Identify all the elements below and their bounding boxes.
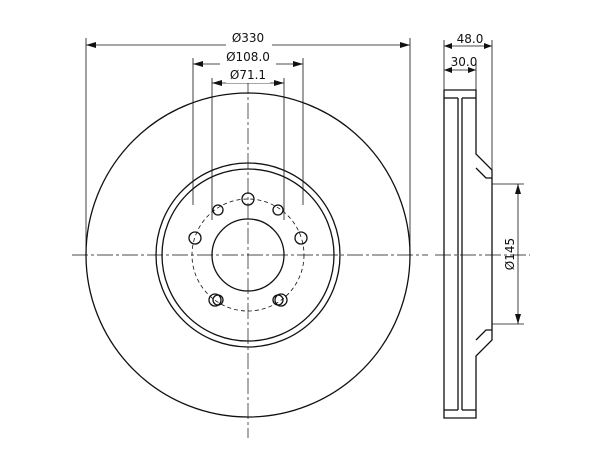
bolt-hole (188, 231, 202, 245)
outer-disc-edge (85, 92, 411, 418)
screw-hole (212, 294, 224, 306)
front-view (72, 78, 428, 438)
screw-hole (272, 294, 284, 306)
bolt-hole (274, 293, 288, 307)
hat-flange (475, 167, 492, 179)
bolt-circle (191, 198, 305, 312)
outer-diameter-dimension: Ø330 (85, 31, 411, 250)
hub-bore-diameter-label: Ø108.0 (226, 50, 270, 64)
hat-diameter-dimension: Ø145 (492, 183, 524, 325)
hub-bore-diameter-dimension: Ø108.0 (192, 50, 304, 205)
bolt-hole (294, 231, 308, 245)
bolt-hole (241, 192, 255, 206)
disc-thickness-dimension: 30.0 (444, 55, 477, 90)
disc-thickness-label: 30.0 (451, 55, 478, 69)
screw-hole (272, 204, 284, 216)
hat-diameter-label: Ø145 (503, 238, 517, 270)
side-view (435, 89, 530, 419)
hat-inner-ring (161, 168, 335, 342)
hat-outer-ring (155, 162, 341, 348)
screw-hole (212, 204, 224, 216)
outer-diameter-label: Ø330 (232, 31, 264, 45)
total-height-label: 48.0 (457, 32, 484, 46)
bolt-hole (208, 293, 222, 307)
disc-profile-outer (443, 89, 493, 419)
screw-holes (212, 204, 284, 306)
bolt-holes (188, 192, 308, 307)
center-bore-diameter-dimension: Ø71.1 (211, 68, 285, 220)
center-bore-diameter-label: Ø71.1 (230, 68, 266, 82)
total-height-dimension: 48.0 (443, 32, 493, 170)
center-bore (211, 218, 285, 292)
